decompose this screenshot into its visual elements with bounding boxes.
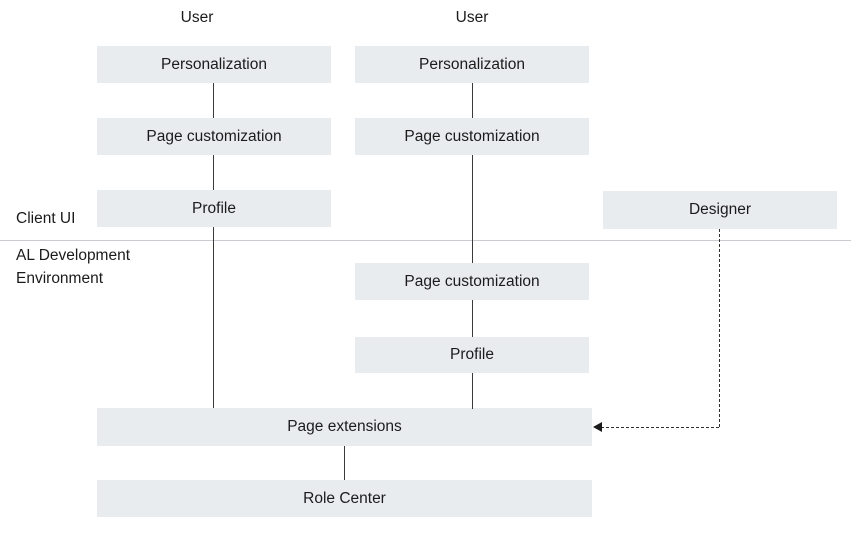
al-dev-environment-lane-label: AL Development Environment [16,244,130,290]
user-label-left: User [180,9,214,26]
designer-dashed-line-vertical [719,229,720,427]
client-ui-lane-label: Client UI [16,210,76,227]
connector-personalization-to-pagecustomization-right [472,83,473,118]
node-designer: Designer [603,191,837,229]
node-personalization-right: Personalization [355,46,589,83]
arrowhead-left-icon [593,422,602,432]
node-profile-right-bottom: Profile [355,337,589,373]
node-personalization-left: Personalization [97,46,331,83]
node-role-center: Role Center [97,480,592,517]
connector-pagecustomization-to-profile-left [213,155,214,190]
connector-pagecustomization-to-profile-right [472,300,473,337]
user-label-right: User [455,9,489,26]
node-profile-left: Profile [97,190,331,227]
connector-page-extensions-to-role-center [344,446,345,480]
connector-personalization-to-pagecustomization-left [213,83,214,118]
al-dev-label-line2: Environment [16,270,104,287]
al-dev-label-line1: AL Development [16,247,131,264]
node-page-extensions: Page extensions [97,408,592,446]
connector-profile-left-to-page-extensions [213,227,214,408]
designer-dashed-line-horizontal [601,427,719,428]
lane-divider-line [0,240,851,241]
node-page-customization-right-top: Page customization [355,118,589,155]
node-page-customization-left: Page customization [97,118,331,155]
node-page-customization-right-bottom: Page customization [355,263,589,300]
connector-pagecustomization-right-top-to-bottom [472,155,473,263]
connector-profile-right-to-page-extensions [472,373,473,409]
